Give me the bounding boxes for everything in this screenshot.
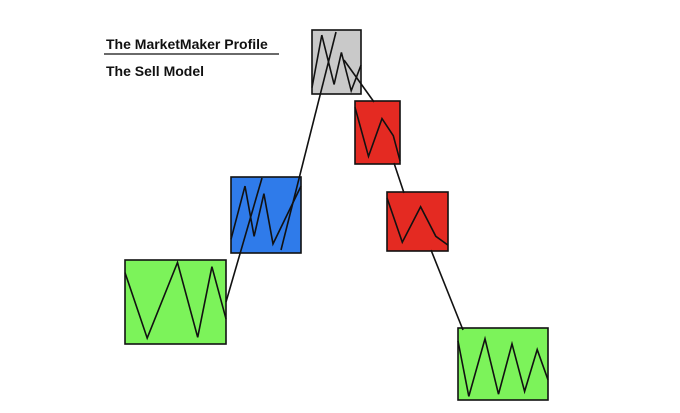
connector-line-5 <box>430 249 464 331</box>
stage-connectors <box>225 31 464 331</box>
gray-top-box-price-zigzag <box>311 34 362 94</box>
connector-line-1 <box>225 177 263 303</box>
red-decline-box-1-price-zigzag <box>354 107 401 162</box>
green-accumulation-box-price-zigzag <box>124 259 227 341</box>
green-accumulation-box <box>124 259 227 345</box>
connector-line-4 <box>393 162 405 194</box>
red-decline-box-2-price-zigzag <box>386 197 449 246</box>
diagram-title: The MarketMaker Profile <box>106 36 268 52</box>
gray-top-box <box>311 29 362 95</box>
diagram-subtitle: The Sell Model <box>106 63 204 79</box>
green-bottom-box <box>457 327 549 401</box>
green-bottom-box-price-zigzag <box>457 335 549 397</box>
stage-boxes <box>124 29 549 401</box>
red-decline-box-1 <box>354 100 401 165</box>
connector-line-3 <box>343 59 375 103</box>
red-decline-box-2 <box>386 191 449 252</box>
connector-line-2 <box>280 31 337 251</box>
blue-rally-box-price-zigzag <box>230 185 302 247</box>
red-decline-box-2-fill <box>386 191 449 252</box>
